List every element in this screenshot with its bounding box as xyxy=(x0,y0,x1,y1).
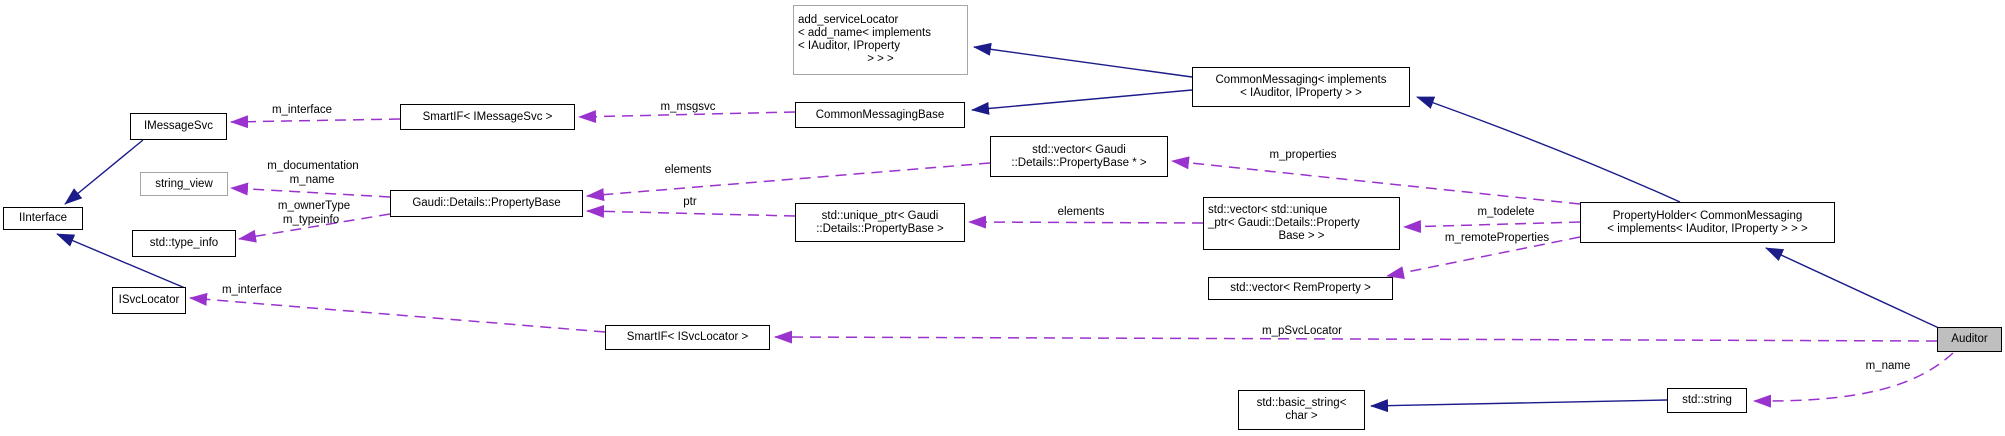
edge-smartif-imessagesvc-to-imessagesvc xyxy=(230,115,401,129)
node-smartif-imessagesvc[interactable]: SmartIF< IMessageSvc > xyxy=(400,104,575,130)
node-add-servicelocator: add_serviceLocator < add_name< implement… xyxy=(793,5,968,75)
edge-label-m-name-bottom: m_name xyxy=(1865,360,1911,372)
node-unique-ptr-propertybase[interactable]: std::unique_ptr< Gaudi ::Details::Proper… xyxy=(795,203,965,242)
edge-isvclocator-to-iinterface xyxy=(56,233,186,289)
edge-label-m-msgsvc: m_msgsvc xyxy=(660,101,716,113)
node-vector-propertybase-ptr[interactable]: std::vector< Gaudi ::Details::PropertyBa… xyxy=(990,136,1168,177)
edge-label-ptr: ptr xyxy=(683,196,697,208)
edge-label-m-ownertype: m_ownerType xyxy=(277,200,351,212)
node-isvclocator[interactable]: ISvcLocator xyxy=(112,287,186,314)
edge-propertyholder-to-vector-remproperty xyxy=(1386,236,1581,280)
edge-label-m-properties: m_properties xyxy=(1269,149,1337,161)
node-vector-unique-ptr[interactable]: std::vector< std::unique _ptr< Gaudi::De… xyxy=(1203,197,1400,250)
edge-propertyholder-to-commonmessaging xyxy=(1416,96,1681,203)
edge-label-m-todelete: m_todelete xyxy=(1477,206,1535,218)
edge-auditor-to-smartif-isvclocator xyxy=(774,330,1938,344)
node-commonmessaging[interactable]: CommonMessaging< implements < IAuditor, … xyxy=(1192,67,1410,107)
node-propertybase[interactable]: Gaudi::Details::PropertyBase xyxy=(390,190,583,217)
edge-propertyholder-to-vector-propertybaseptr xyxy=(1171,156,1581,205)
edge-stdstring-to-basicstring xyxy=(1370,399,1668,413)
edge-label-m-interface-bottom: m_interface xyxy=(221,284,283,296)
edge-propertybase-to-stringview xyxy=(230,182,391,198)
node-imessagesvc[interactable]: IMessageSvc xyxy=(130,113,227,140)
node-basic-string[interactable]: std::basic_string< char > xyxy=(1238,390,1365,430)
edge-label-m-documentation: m_documentation xyxy=(267,160,359,172)
edge-label-elements-mid: elements xyxy=(1057,206,1105,218)
edge-auditor-to-stdstring xyxy=(1753,352,1954,408)
node-smartif-isvclocator[interactable]: SmartIF< ISvcLocator > xyxy=(605,325,770,350)
node-type-info[interactable]: std::type_info xyxy=(132,230,236,257)
edge-label-elements-top: elements xyxy=(664,164,712,176)
node-auditor: Auditor xyxy=(1937,327,2002,352)
edge-vector-uniqueptr-to-uniqueptr xyxy=(968,215,1204,229)
node-propertyholder[interactable]: PropertyHolder< CommonMessaging < implem… xyxy=(1580,202,1835,243)
edge-vector-propertybaseptr-to-propertybase xyxy=(586,162,991,202)
node-std-string[interactable]: std::string xyxy=(1667,388,1747,413)
node-iinterface[interactable]: IInterface xyxy=(3,207,83,230)
edge-commonmessagingbase-to-smartif-imessagesvc xyxy=(578,110,796,124)
edge-commonmessaging-to-commonmessagingbase xyxy=(971,89,1193,115)
node-vector-remproperty[interactable]: std::vector< RemProperty > xyxy=(1208,277,1393,300)
edge-smartif-isvclocator-to-isvclocator xyxy=(189,292,606,333)
node-commonmessagingbase[interactable]: CommonMessagingBase xyxy=(795,102,965,128)
edge-uniqueptr-to-propertybase xyxy=(586,204,796,218)
edge-imessagesvc-to-iinterface xyxy=(64,139,144,205)
edge-propertybase-to-typeinfo xyxy=(238,213,391,243)
edge-label-m-typeinfo: m_typeinfo xyxy=(282,214,340,226)
edge-commonmessaging-to-add-servicelocator xyxy=(973,42,1193,78)
edge-label-m-psvclocator: m_pSvcLocator xyxy=(1262,325,1342,337)
edge-label-m-name-mid: m_name xyxy=(289,174,335,186)
edge-label-m-interface-top: m_interface xyxy=(271,104,333,116)
edge-propertyholder-to-vector-uniqueptr xyxy=(1403,220,1581,234)
node-string-view: string_view xyxy=(140,172,228,196)
edge-label-m-remoteproperties: m_remoteProperties xyxy=(1444,232,1550,244)
edge-auditor-to-propertyholder xyxy=(1765,247,1942,330)
